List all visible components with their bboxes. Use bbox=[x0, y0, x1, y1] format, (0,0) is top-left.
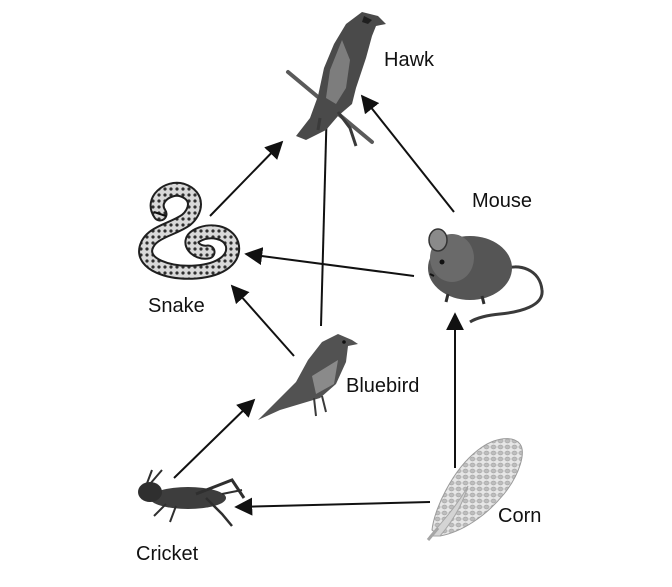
arrow-cricket-to-bluebird bbox=[173, 398, 256, 479]
bluebird-icon bbox=[258, 334, 358, 420]
label-corn: Corn bbox=[498, 505, 541, 527]
corn-icon bbox=[426, 438, 523, 541]
cricket-icon bbox=[138, 469, 246, 527]
arrow-bluebird-to-hawk bbox=[317, 100, 336, 327]
mouse-icon bbox=[428, 228, 544, 324]
label-cricket: Cricket bbox=[136, 543, 199, 565]
snake-icon bbox=[138, 181, 241, 280]
hawk-icon bbox=[286, 12, 386, 147]
arrow-corn-to-cricket bbox=[234, 497, 431, 516]
arrow-bluebird-to-snake bbox=[230, 284, 295, 357]
arrow-mouse-to-hawk bbox=[360, 94, 455, 213]
arrow-mouse-to-snake bbox=[244, 247, 415, 277]
label-mouse: Mouse bbox=[472, 190, 532, 212]
feeding-arrows bbox=[173, 94, 464, 516]
arrow-snake-to-hawk bbox=[209, 140, 284, 217]
label-hawk: Hawk bbox=[384, 49, 435, 71]
label-snake: Snake bbox=[148, 295, 205, 317]
label-bluebird: Bluebird bbox=[346, 375, 419, 397]
